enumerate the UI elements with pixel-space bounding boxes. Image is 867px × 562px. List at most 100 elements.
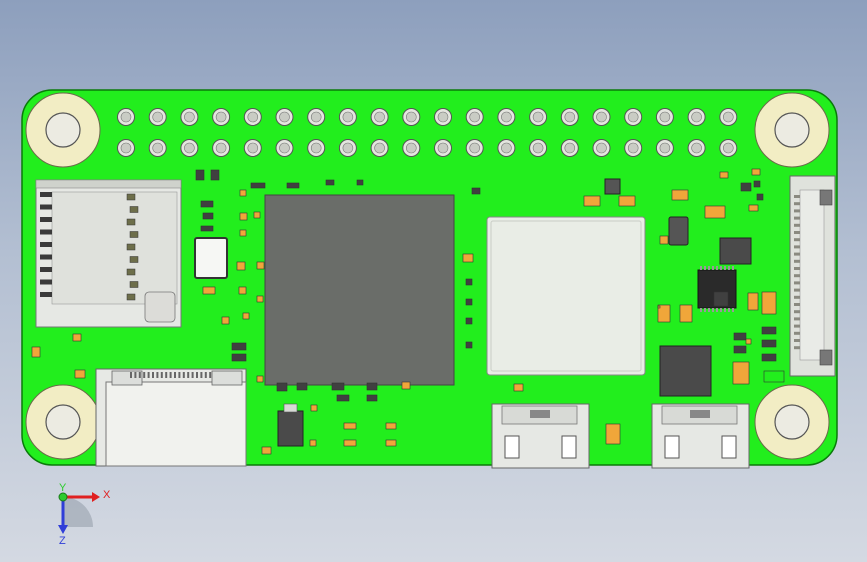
smd-part <box>309 439 317 447</box>
soc-processor <box>264 194 455 386</box>
ffc-pin <box>794 223 800 227</box>
smd-part <box>740 182 752 192</box>
sd-contact <box>40 279 52 285</box>
sd-contact <box>40 217 52 222</box>
smd-part <box>733 332 747 341</box>
ffc-pin <box>794 274 800 278</box>
smd-part <box>31 346 41 358</box>
gpio-hole <box>722 142 734 154</box>
smd-part <box>356 179 364 186</box>
x-axis-label: X <box>103 489 111 501</box>
smd-part <box>745 338 752 345</box>
gpio-header-pads <box>117 108 738 157</box>
gpio-hole <box>532 111 544 123</box>
hdmi-pin <box>204 372 207 378</box>
sd-spring <box>129 206 139 213</box>
hdmi-pin <box>152 372 154 378</box>
smd-part <box>231 342 247 351</box>
smd-part <box>366 394 378 402</box>
ffc-pin <box>794 310 800 314</box>
sd-spring <box>129 281 139 288</box>
sd-contact <box>40 192 52 197</box>
gpio-hole <box>437 111 449 123</box>
smd-part <box>605 423 621 445</box>
hdmi-pin <box>134 372 137 378</box>
ffc-pin <box>794 202 800 206</box>
z-axis-label: Z <box>59 535 66 547</box>
mounting-hole-top-right <box>754 92 830 168</box>
hdmi-pin <box>138 372 141 378</box>
gpio-hole <box>501 111 512 123</box>
smd-part <box>236 261 246 271</box>
sd-contact <box>40 292 52 297</box>
smd-part <box>732 361 750 385</box>
gpio-hole <box>469 111 481 123</box>
sd-spring <box>129 256 139 263</box>
ic-small-1 <box>719 237 752 265</box>
ic-pin <box>720 266 722 270</box>
smd-part <box>761 339 777 348</box>
smd-part <box>657 304 671 323</box>
sd-contact <box>40 204 52 210</box>
gpio-hole <box>691 111 702 123</box>
sd-contact <box>40 254 52 260</box>
smd-part <box>210 169 220 181</box>
axis-triad[interactable]: X Y Z <box>58 482 111 547</box>
smd-part <box>763 370 785 383</box>
sd-contact <box>40 242 52 247</box>
hdmi-pin <box>187 372 190 378</box>
gpio-hole <box>310 111 322 123</box>
hdmi-pin <box>178 372 181 378</box>
mounting-hole-bottom-left <box>25 384 101 460</box>
ic-pin <box>700 308 702 312</box>
hdmi-pin <box>147 372 150 378</box>
smd-part <box>471 187 481 195</box>
smd-part <box>618 195 636 207</box>
gpio-hole <box>659 142 671 154</box>
ffc-pin <box>794 259 800 263</box>
ffc-pin <box>794 303 800 306</box>
ffc-pin <box>794 216 800 220</box>
gpio-hole <box>152 111 163 123</box>
ffc-pin <box>794 252 800 256</box>
gpio-hole <box>405 111 417 123</box>
smd-part <box>253 211 261 219</box>
hdmi-pin <box>160 372 163 378</box>
smd-part <box>256 295 264 303</box>
smd-part <box>756 193 764 201</box>
gpio-hole <box>469 142 481 154</box>
ic-small-3 <box>668 216 689 246</box>
sd-spring <box>126 293 136 301</box>
ic-small-2 <box>659 345 712 397</box>
smd-part <box>200 225 214 232</box>
y-axis-dot <box>58 492 68 502</box>
smd-part <box>286 182 300 189</box>
hdmi-pin <box>196 372 198 378</box>
gpio-hole <box>659 111 671 123</box>
smd-part <box>366 382 378 391</box>
smd-part <box>256 261 265 270</box>
smd-part <box>465 278 473 286</box>
ffc-pin <box>794 267 800 270</box>
smd-part <box>343 422 357 430</box>
pcb-board[interactable] <box>21 89 838 469</box>
smd-part <box>331 382 345 391</box>
gpio-hole <box>342 142 354 154</box>
smd-part <box>465 317 473 325</box>
smd-part <box>385 439 397 447</box>
smd-part <box>325 179 335 186</box>
ffc-pin <box>794 245 800 249</box>
smd-part <box>761 291 777 315</box>
hdmi-pin <box>143 372 146 378</box>
ffc-pin <box>794 324 800 328</box>
gpio-hole <box>691 142 702 154</box>
smd-part <box>583 195 601 207</box>
sd-spring <box>126 243 136 251</box>
smd-part <box>296 382 308 391</box>
ic-pin <box>732 308 734 312</box>
micro-usb-power-connector <box>651 403 750 469</box>
hdmi-pin <box>209 372 212 378</box>
ic-pin <box>716 266 718 270</box>
camera-connector <box>789 175 836 377</box>
